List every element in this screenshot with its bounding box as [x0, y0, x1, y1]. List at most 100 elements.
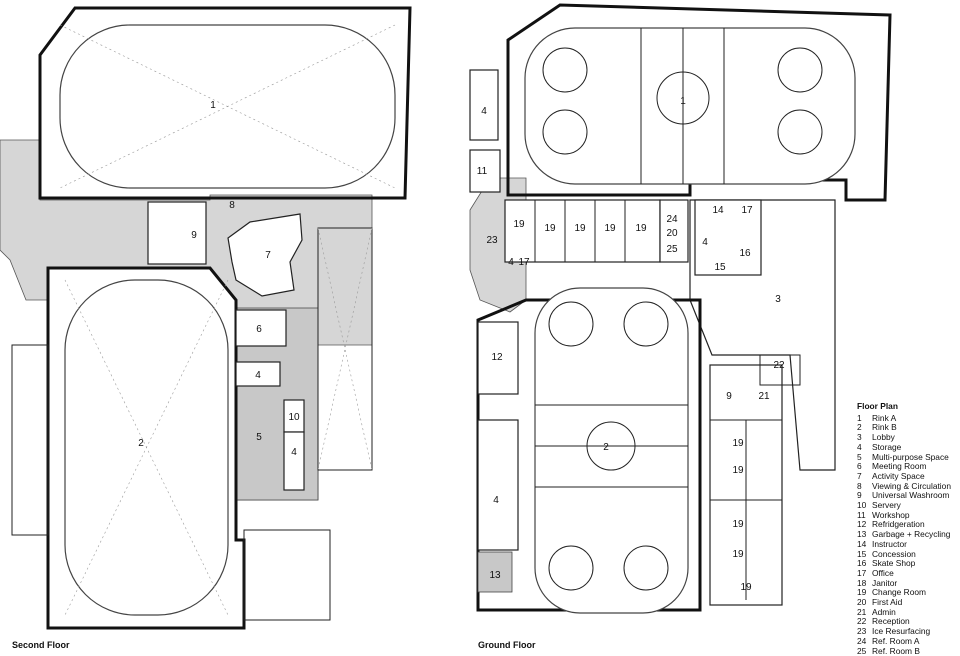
office-block — [694, 199, 762, 276]
legend-item-number: 14 — [857, 538, 867, 549]
room-label-multipurpose: 5 — [256, 432, 262, 443]
room-label-activity: 7 — [265, 250, 271, 261]
rink-a-building-outline-2f — [38, 6, 412, 200]
room-label-refrigeration: 12 — [491, 352, 503, 363]
legend-item: 13 Garbage + Recycling — [857, 529, 957, 540]
garbage-room — [477, 551, 513, 593]
legend-item-number: 19 — [857, 587, 867, 598]
legend-item-label: Lobby — [872, 432, 895, 443]
rink-b-ice-gf — [534, 287, 689, 614]
rink-b-building-outline-2f — [46, 266, 246, 630]
legend-item: 20 First Aid — [857, 597, 957, 608]
legend-item-number: 18 — [857, 577, 867, 588]
storage-room-2f-b — [283, 431, 305, 491]
room-label-change-10: 19 — [740, 582, 752, 593]
room-label-change-1: 19 — [513, 219, 525, 230]
legend-item-label: Reception — [872, 616, 910, 627]
legend-item-label: Ref. Room A — [872, 635, 920, 646]
legend-item-number: 17 — [857, 567, 867, 578]
legend-item-label: Refridgeration — [872, 519, 925, 530]
legend-item-number: 21 — [857, 606, 867, 617]
legend-item-number: 13 — [857, 529, 867, 540]
room-label-change-2: 19 — [544, 223, 556, 234]
legend-item-label: Universal Washroom — [872, 490, 950, 501]
ground-floor-plan: 1 2 3 4 11 23 4 17 19 19 19 19 19 24 20 … — [469, 3, 892, 650]
room-label-change-3: 19 — [574, 223, 586, 234]
room-label-change-6: 19 — [732, 438, 744, 449]
room-label-rink-a-gf: 1 — [680, 96, 686, 107]
legend-item-number: 22 — [857, 616, 867, 627]
legend-item-label: Garbage + Recycling — [872, 529, 951, 540]
legend-item-number: 2 — [857, 422, 862, 433]
caption-second-floor: Second Floor — [12, 640, 70, 650]
legend-item-label: Workshop — [872, 509, 910, 520]
legend-item-number: 4 — [857, 441, 862, 452]
room-label-change-5: 19 — [635, 223, 647, 234]
legend-item-number: 15 — [857, 548, 867, 559]
legend-item-label: Ice Resurfacing — [872, 626, 931, 637]
room-label-change-8: 19 — [732, 519, 744, 530]
west-stair-tower — [11, 344, 49, 536]
legend-item-number: 3 — [857, 432, 862, 443]
legend-item: 21 Admin — [857, 606, 957, 618]
legend-item-label: First Aid — [872, 597, 903, 608]
second-floor-plan: 1 2 8 9 7 6 4 10 5 4 Second Floor — [0, 6, 412, 650]
legend-item-label: Change Room — [872, 587, 927, 598]
workshop — [469, 149, 501, 193]
legend-item-label: Admin — [872, 606, 896, 617]
room-label-storage-gf-c: 4 — [493, 495, 499, 506]
caption-ground-floor: Ground Floor — [478, 640, 536, 650]
legend-item: 18 Janitor — [857, 577, 957, 589]
legend-item-number: 7 — [857, 470, 862, 481]
room-label-storage-2f-a: 4 — [255, 370, 261, 381]
east-terrace-outline — [317, 227, 373, 471]
washroom-block — [147, 201, 207, 265]
legend-item-label: Office — [872, 567, 894, 578]
room-label-washroom: 9 — [191, 230, 197, 241]
storage-gf-c — [477, 419, 519, 551]
legend-item: 19 Change Room — [857, 588, 957, 598]
legend-item-label: Servery — [872, 500, 901, 511]
legend-item: 15 Concession — [857, 548, 957, 560]
storage-room-2f-a — [235, 361, 281, 387]
legend-item-number: 8 — [857, 480, 862, 491]
legend-item: 14 Instructor — [857, 538, 957, 550]
legend-item-number: 6 — [857, 461, 862, 472]
room-label-servery: 10 — [288, 412, 300, 423]
legend-item: 23 Ice Resurfacing — [857, 626, 957, 637]
room-label-admin: 21 — [758, 391, 770, 402]
legend-item-label: Instructor — [872, 538, 907, 549]
room-label-viewing: 8 — [229, 200, 235, 211]
room-label-lobby: 3 — [775, 294, 781, 305]
legend-item: 3 Lobby — [857, 432, 957, 443]
legend-item-number: 20 — [857, 597, 867, 608]
room-label-change-9: 19 — [732, 549, 744, 560]
legend-item-label: Janitor — [872, 577, 898, 588]
legend-item-number: 10 — [857, 500, 867, 511]
room-label-storage-gf-b: 4 — [508, 257, 514, 268]
room-label-rink-b-gf: 2 — [603, 442, 609, 453]
legend-item: 22 Reception — [857, 617, 957, 627]
room-label-rink-b-2f: 2 — [138, 438, 144, 449]
legend-item-label: Concession — [872, 548, 916, 559]
room-label-change-7: 19 — [732, 465, 744, 476]
room-label-garbage: 13 — [489, 570, 501, 581]
room-label-meeting: 6 — [256, 324, 262, 335]
legend-item-number: 23 — [857, 626, 867, 637]
rink-a-building-outline-gf — [506, 3, 892, 202]
legend-item-number: 5 — [857, 451, 862, 462]
room-label-concession: 15 — [714, 262, 726, 273]
storage-gf-a — [469, 69, 499, 141]
